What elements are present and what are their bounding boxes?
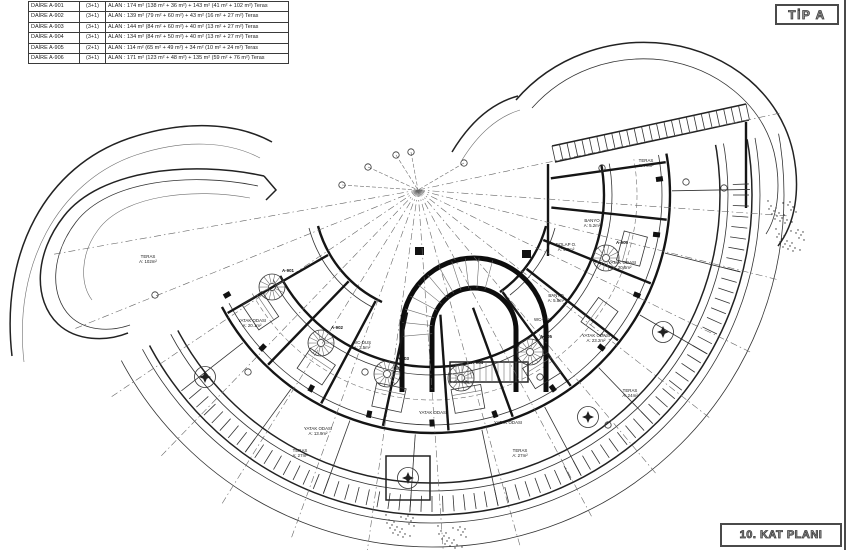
unit-label: A-906 [616, 240, 629, 245]
vegetation-stipple [385, 200, 805, 549]
unit-label: A-903 [397, 356, 410, 361]
pergola-slats [188, 183, 749, 512]
room-label: HOL [393, 366, 403, 371]
floor-plan-badge: 10. KAT PLANI [720, 523, 842, 547]
unit-label: A-901 [282, 268, 295, 273]
spiral-stairs [258, 244, 620, 392]
floor-plan-badge-label: 10. KAT PLANI [739, 529, 823, 542]
trees [194, 321, 674, 501]
unit-table-row: DAİRE A-901(3+1)ALAN : 174 m² (138 m² + … [28, 0, 289, 13]
radial-axis-lines [51, 112, 790, 550]
room-label: HOL [461, 380, 471, 385]
room-label: YATAK ODASI [419, 410, 447, 415]
unit-table-row: DAİRE A-903(3+1)ALAN : 144 m² (84 m² + 6… [28, 21, 289, 34]
unit-area-table-body: DAİRE A-901(3+1)ALAN : 174 m² (138 m² + … [28, 0, 289, 65]
beds [241, 230, 648, 414]
unit-table-cell: ALAN : 114 m² (65 m² + 49 m²) + 34 m² (1… [105, 42, 289, 55]
unit-table-cell: ALAN : 144 m² (84 m² + 60 m²) + 40 m² (1… [105, 21, 289, 34]
upper-wing-outline [451, 41, 798, 256]
unit-table-cell: ALAN : 171 m² (123 m² + 48 m²) + 135 m² … [105, 53, 289, 65]
unit-table-row: DAİRE A-906(3+1)ALAN : 171 m² (123 m² + … [28, 53, 289, 65]
unit-label: A-902 [331, 325, 344, 330]
type-badge-label: TİP A [788, 7, 826, 22]
door-mark [522, 250, 531, 258]
unit-label: A-904 [471, 360, 484, 365]
unit-table-row: DAİRE A-902(3+1)ALAN : 139 m² (79 m² + 6… [28, 11, 289, 23]
axis-markers [151, 148, 728, 429]
unit-table-cell: ALAN : 174 m² (138 m² + 36 m²) + 143 m² … [105, 0, 289, 13]
unit-label: A-905 [540, 334, 553, 339]
central-stair [399, 247, 549, 392]
unit-area-table: DAİRE A-901(3+1)ALAN : 174 m² (138 m² + … [28, 0, 289, 65]
sheet-right-border [844, 0, 846, 550]
door-mark [415, 247, 424, 255]
unit-table-cell: ALAN : 139 m² (79 m² + 60 m²) + 43 m² (1… [105, 11, 289, 23]
room-label: DOLAP O.A: 4.3m² [556, 242, 577, 252]
corridor-arcs [308, 225, 556, 308]
unit-table-row: DAİRE A-904(3+1)ALAN : 134 m² (84 m² + 5… [28, 32, 289, 44]
left-terrace-outline [39, 168, 278, 340]
room-label: WC-DUŞ [534, 317, 552, 322]
unit-table-row: DAİRE A-905(2+1)ALAN : 114 m² (65 m² + 4… [28, 42, 289, 55]
room-label: YATAK ODASI [494, 420, 522, 425]
type-badge: TİP A [775, 4, 839, 25]
unit-table-cell: ALAN : 134 m² (84 m² + 50 m²) + 40 m² (1… [105, 32, 289, 44]
